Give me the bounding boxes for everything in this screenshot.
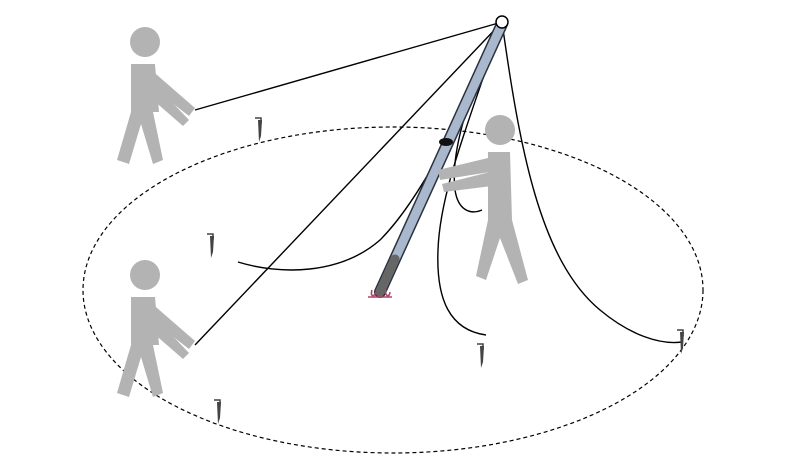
pole-top-ring xyxy=(495,15,509,29)
stake-icon xyxy=(254,117,263,143)
stake-icon xyxy=(213,399,222,425)
guy-line-top-left xyxy=(194,21,503,111)
stake-circle xyxy=(82,126,704,454)
pole xyxy=(368,15,509,298)
pole-base xyxy=(368,289,392,298)
stake-icon xyxy=(476,343,485,369)
guy-lines xyxy=(194,21,683,346)
stakes xyxy=(206,117,685,425)
person-bottom-left xyxy=(117,260,195,397)
pole-collar xyxy=(439,138,453,146)
guy-line-bottom-left xyxy=(194,21,503,346)
guy-line-right xyxy=(501,21,683,344)
person-center xyxy=(438,115,528,284)
guy-line-front-slack xyxy=(437,21,503,336)
person-top-left xyxy=(117,27,195,164)
stake-icon xyxy=(206,233,215,259)
